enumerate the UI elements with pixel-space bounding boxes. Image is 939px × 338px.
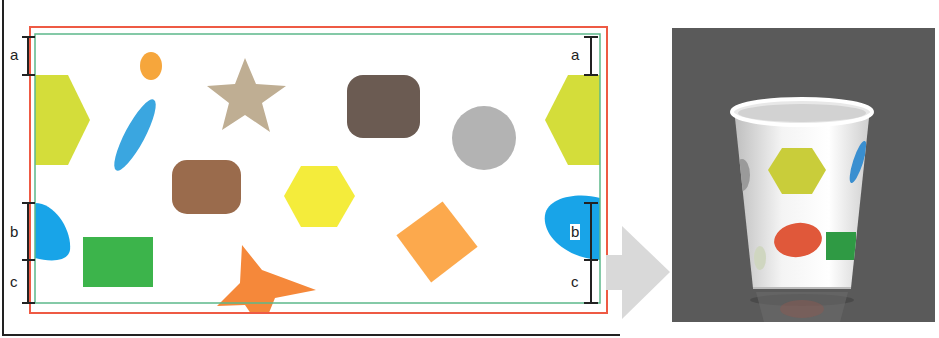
frame-line	[3, 0, 620, 335]
dimension-label: a	[9, 47, 19, 63]
dimension-brackets	[22, 37, 598, 303]
safe-rect	[35, 34, 600, 303]
render-background	[672, 28, 935, 322]
flow-arrow	[606, 226, 670, 319]
dimension-label: a	[570, 47, 580, 63]
bleed-rect	[30, 27, 607, 313]
wrap-artwork	[35, 52, 600, 313]
dimension-label: c	[570, 274, 580, 290]
dimension-label: c	[9, 274, 19, 290]
dimension-label: b	[570, 224, 580, 240]
cup-render	[732, 99, 872, 322]
dimension-label: b	[9, 224, 19, 240]
